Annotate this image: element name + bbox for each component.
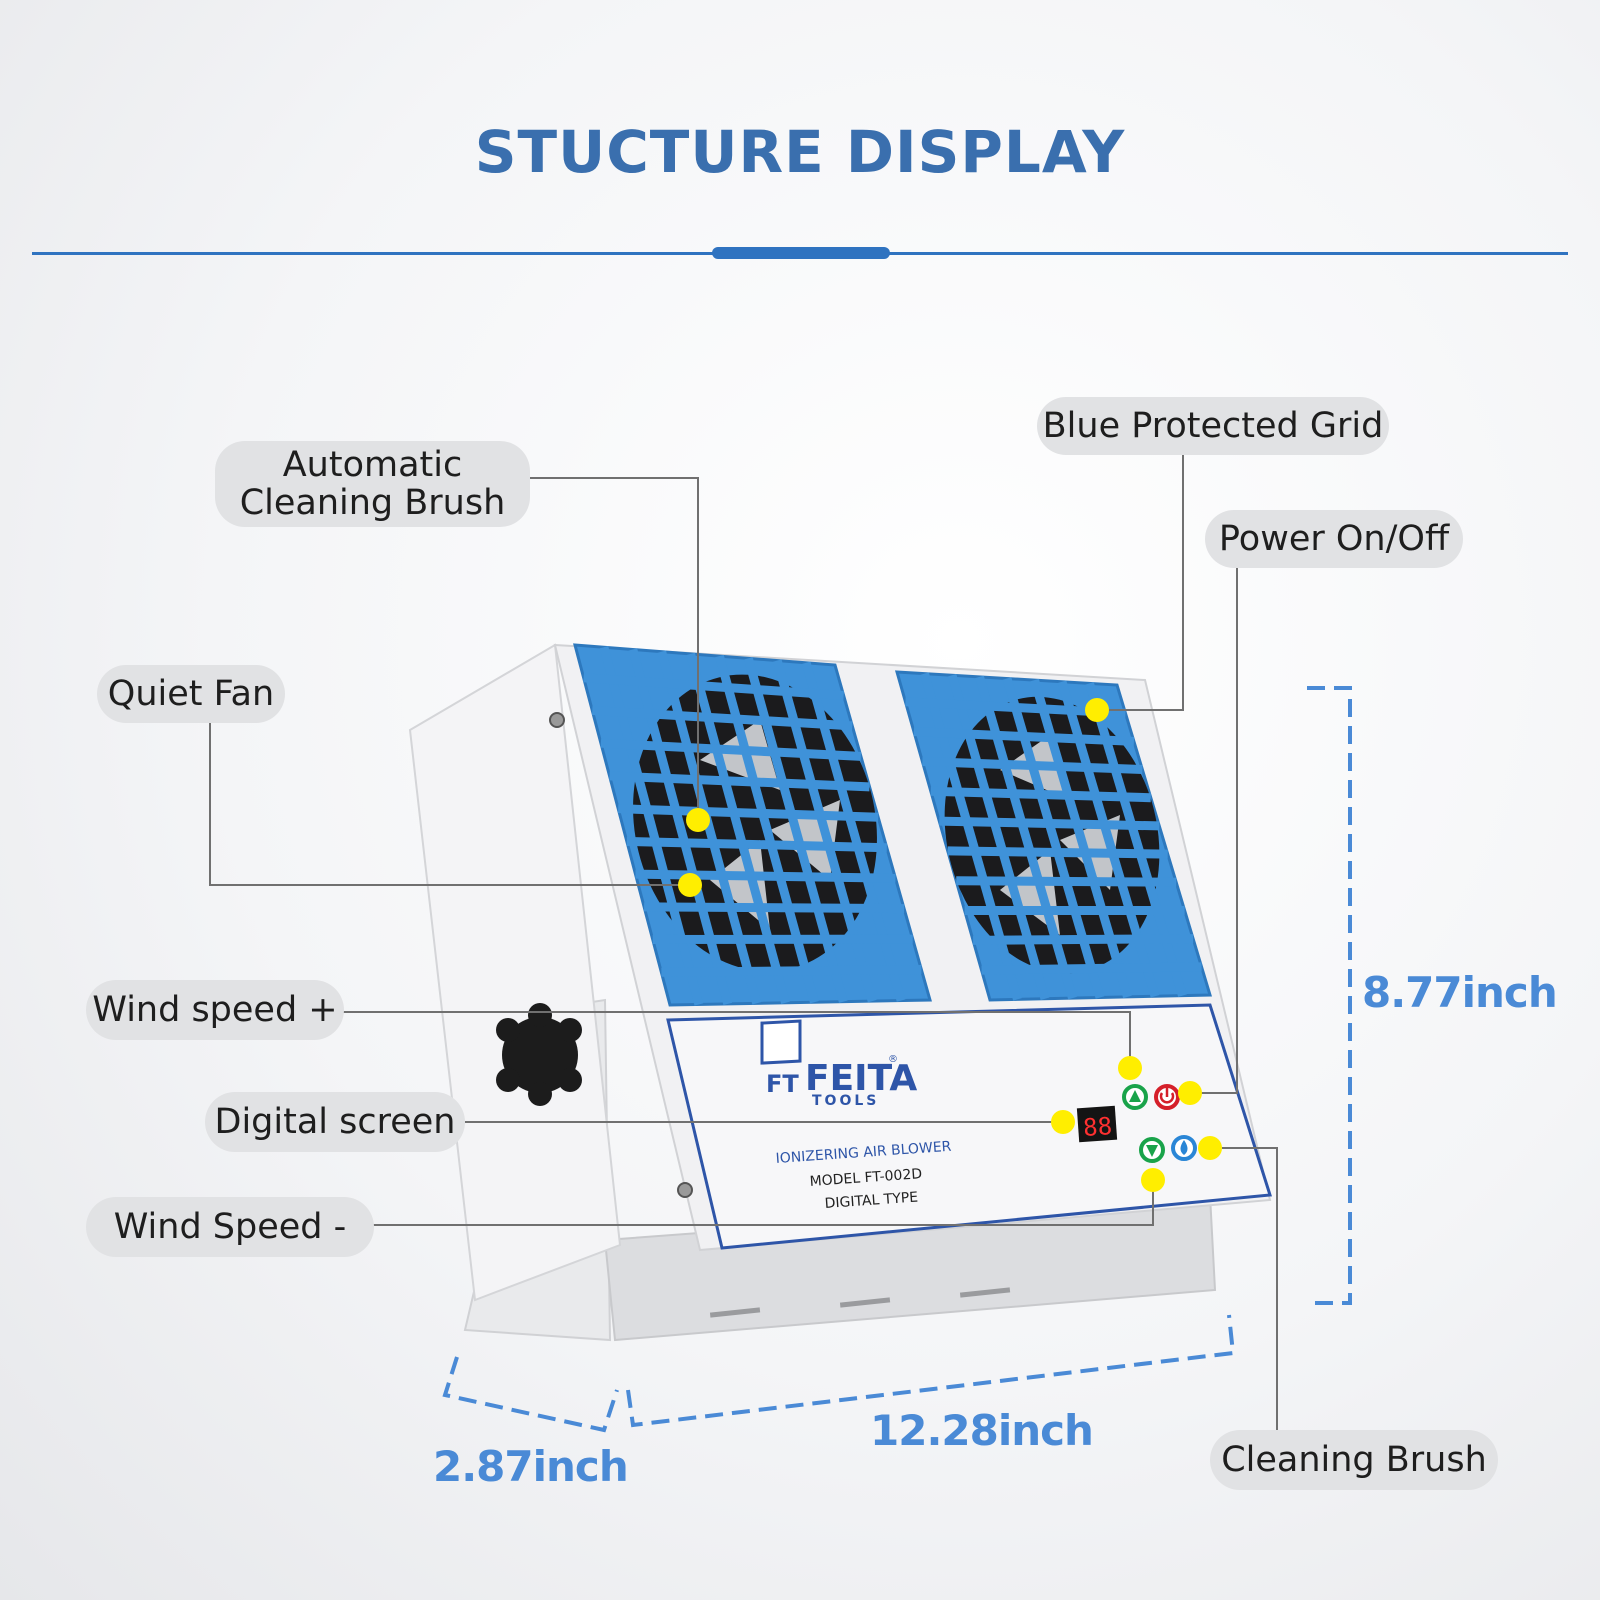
callout-leaders [209,455,1278,1430]
up-arrow-icon[interactable] [1122,1084,1148,1110]
grid-bar [956,876,1177,887]
down-arrow-icon[interactable] [1139,1137,1165,1163]
callout-cleaning-brush: Cleaning Brush [1210,1430,1498,1490]
water-drop-icon[interactable] [1171,1135,1197,1161]
svg-text:TOOLS: TOOLS [812,1093,879,1109]
grid-bar [1030,678,1132,999]
grid-bar [1002,677,1105,999]
grid-bar [599,646,704,1006]
svg-text:88: 88 [1082,1112,1113,1142]
grid-bar [913,727,1135,746]
grid-bar [922,756,1143,775]
callout-wind-speed-minus: Wind Speed - [86,1197,374,1257]
callout-markers [678,698,1222,1192]
grid-bar [657,650,762,1005]
grid-bar [715,654,819,1004]
page-title: STUCTURE DISPLAY [474,118,1126,186]
fan-grid-left [573,643,932,1007]
grid-bar [644,902,905,914]
grid-bar [939,816,1160,831]
grid-bar [609,771,870,792]
header-divider-accent [712,247,890,259]
grid-bar [975,675,1077,1000]
grid-bar [618,804,879,822]
grid-bar [1085,682,1187,997]
screw-icon [549,712,565,728]
grid-bar [686,652,790,1004]
dimension-depth-label: 2.87inch [433,1442,629,1491]
grid-bar [947,846,1168,859]
svg-text:FEITA: FEITA [805,1058,917,1099]
callout-quiet-fan: Quiet Fan [97,665,285,723]
svg-text:DIGITAL TYPE: DIGITAL TYPE [824,1190,918,1212]
grid-bar [661,965,922,977]
callout-digital-screen: Digital screen [205,1092,465,1152]
grid-bar [930,786,1151,803]
knob-icon [496,1003,582,1106]
grid-bar [592,705,853,731]
grid-bar [626,836,887,853]
dimension-lines [442,686,1352,1433]
grid-bar [801,661,906,1002]
callout-wind-speed-plus: Wind speed + [86,980,344,1040]
grid-bar [583,673,844,700]
dimension-width-label: 12.28inch [870,1406,1094,1455]
callout-power-on-off: Power On/Off [1205,510,1463,568]
power-icon[interactable] [1154,1084,1180,1110]
grid-bar [635,869,896,883]
dimension-height-label: 8.77inch [1362,968,1558,1017]
grid-bar [1057,680,1160,998]
svg-text:FT: FT [766,1070,799,1098]
grid-bar [743,657,848,1003]
grid-bar [920,672,1022,1001]
callout-blue-protected-grid: Blue Protected Grid [1037,397,1389,455]
grid-bar [973,934,1194,945]
callout-automatic-cleaning-brush: Automatic Cleaning Brush [215,441,530,527]
brand-logo: FT FEITA TOOLS ® [760,1019,917,1109]
fan-grid-right [894,670,1213,1002]
digital-display: 88 [1076,1105,1118,1143]
svg-text:MODEL FT-002D: MODEL FT-002D [809,1166,922,1190]
grid-bar [981,962,1202,975]
grid-bar [947,674,1050,1000]
grid-bar [772,659,877,1003]
svg-text:®: ® [888,1054,898,1065]
screw-icon [677,1182,693,1198]
grid-bar [600,738,862,761]
grid-bar [628,648,733,1006]
